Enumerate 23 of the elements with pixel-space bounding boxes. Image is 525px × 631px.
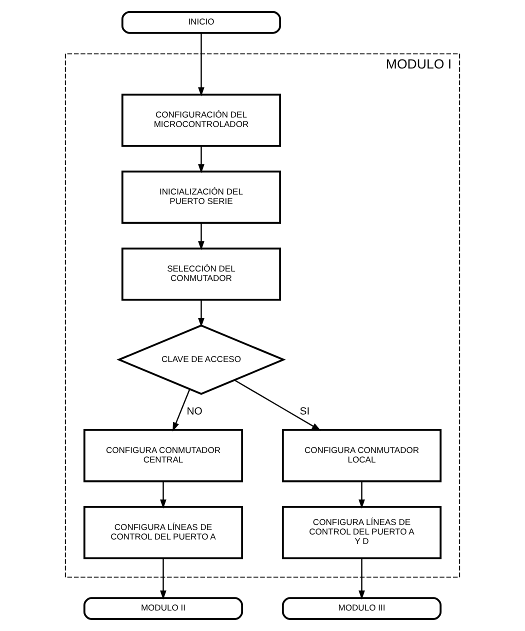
arrow	[198, 32, 204, 96]
arrow	[358, 482, 365, 509]
arrow	[198, 223, 204, 250]
arrow	[198, 300, 204, 328]
node-box: CONFIGURA LÍNEAS DE CONTROL DEL PUERTO A Y D	[282, 506, 442, 560]
arrow	[160, 482, 166, 509]
node-box: SELECCIÓN DEL CONMUTADOR	[121, 248, 282, 301]
edge-label: NO	[186, 406, 202, 418]
node-box: CONFIGURA LÍNEAS DE CONTROL DEL PUERTO A	[83, 506, 244, 560]
arrow	[198, 146, 204, 174]
node-box: MODULO II	[83, 597, 244, 620]
node-box: CONFIGURA CONMUTADOR CENTRAL	[83, 429, 244, 482]
node-box: INICIALIZACIÓN DEL PUERTO SERIE	[121, 170, 282, 224]
arrow	[172, 388, 190, 432]
arrow	[234, 380, 321, 431]
node-box: MODULO III	[282, 597, 442, 620]
arrow	[358, 558, 365, 600]
node-box: CONFIGURACIÓN DEL MICROCONTROLADOR	[121, 94, 282, 147]
node-box: CONFIGURA CONMUTADOR LOCAL	[282, 429, 442, 482]
arrow	[160, 558, 166, 600]
node-box: INICIO	[121, 11, 282, 34]
edge-label: SI	[300, 406, 310, 418]
node-diamond: CLAVE DE ACCESO	[116, 324, 286, 395]
